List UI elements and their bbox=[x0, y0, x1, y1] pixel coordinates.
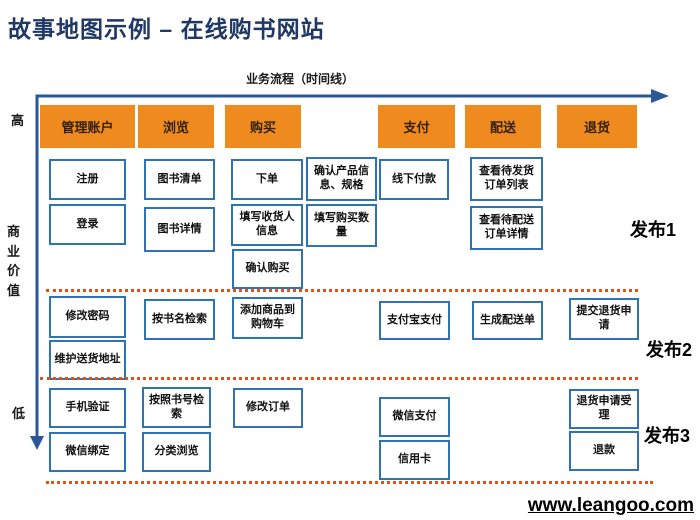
story-card-maintain-address: 维护送货地址 bbox=[49, 340, 126, 380]
release-divider-2 bbox=[40, 377, 638, 380]
release-2-label: 发布2 bbox=[646, 340, 693, 360]
story-card-confirm-product-info: 确认产品信息、规格 bbox=[306, 157, 377, 201]
story-card-refund: 退款 bbox=[569, 431, 639, 471]
story-card-change-password: 修改密码 bbox=[49, 296, 126, 338]
release-3-label: 发布3 bbox=[644, 426, 691, 446]
story-card-phone-verify: 手机验证 bbox=[49, 388, 126, 428]
activity-buy: 购买 bbox=[225, 105, 301, 148]
leangoo-link[interactable]: www.leangoo.com bbox=[527, 495, 694, 516]
story-card-wechat-pay: 微信支付 bbox=[379, 397, 450, 437]
story-card-view-pending-delivery-detail: 查看待配送订单详情 bbox=[470, 206, 543, 250]
story-card-generate-delivery-note: 生成配送单 bbox=[472, 301, 543, 340]
story-card-login: 登录 bbox=[49, 204, 126, 245]
story-card-book-detail: 图书详情 bbox=[144, 207, 215, 252]
story-card-modify-order: 修改订单 bbox=[233, 388, 303, 428]
release-1-label: 发布1 bbox=[630, 220, 677, 240]
story-card-search-by-isbn: 按照书号检索 bbox=[142, 387, 211, 428]
release-divider-3 bbox=[46, 481, 653, 484]
story-card-confirm-purchase: 确认购买 bbox=[232, 249, 303, 289]
value-axis-high-label: 高 bbox=[11, 113, 25, 128]
story-card-fill-receiver-info: 填写收货人信息 bbox=[231, 204, 303, 246]
story-card-search-by-title: 按书名检索 bbox=[144, 299, 215, 340]
story-card-wechat-bind: 微信绑定 bbox=[49, 432, 126, 472]
activity-delivery: 配送 bbox=[465, 105, 541, 148]
activity-browse: 浏览 bbox=[138, 105, 214, 148]
story-card-fill-quantity: 填写购买数量 bbox=[306, 204, 377, 247]
story-card-browse-by-category: 分类浏览 bbox=[142, 432, 211, 472]
activity-pay: 支付 bbox=[378, 105, 455, 148]
release-divider-1 bbox=[46, 289, 638, 292]
story-card-view-pending-ship-orders: 查看待发货订单列表 bbox=[470, 157, 543, 201]
value-axis-label: 商业价值 bbox=[6, 224, 20, 298]
story-card-place-order: 下单 bbox=[231, 159, 303, 200]
activity-returns: 退货 bbox=[557, 105, 637, 148]
story-card-alipay: 支付宝支付 bbox=[379, 301, 450, 340]
story-card-credit-card: 信用卡 bbox=[379, 440, 450, 480]
timeline-axis-label: 业务流程（时间线） bbox=[245, 72, 354, 86]
story-card-register: 注册 bbox=[49, 159, 126, 200]
story-card-offline-payment: 线下付款 bbox=[379, 159, 449, 200]
activity-manage-account: 管理账户 bbox=[40, 105, 135, 148]
story-card-book-list: 图书清单 bbox=[144, 159, 215, 200]
story-card-submit-return-request: 提交退货申请 bbox=[569, 298, 639, 340]
story-card-add-to-cart: 添加商品到购物车 bbox=[232, 297, 303, 339]
value-axis-low-label: 低 bbox=[12, 406, 26, 421]
page-title: 故事地图示例 – 在线购书网站 bbox=[8, 16, 325, 42]
story-card-return-request-processing: 退货申请受理 bbox=[569, 389, 639, 429]
